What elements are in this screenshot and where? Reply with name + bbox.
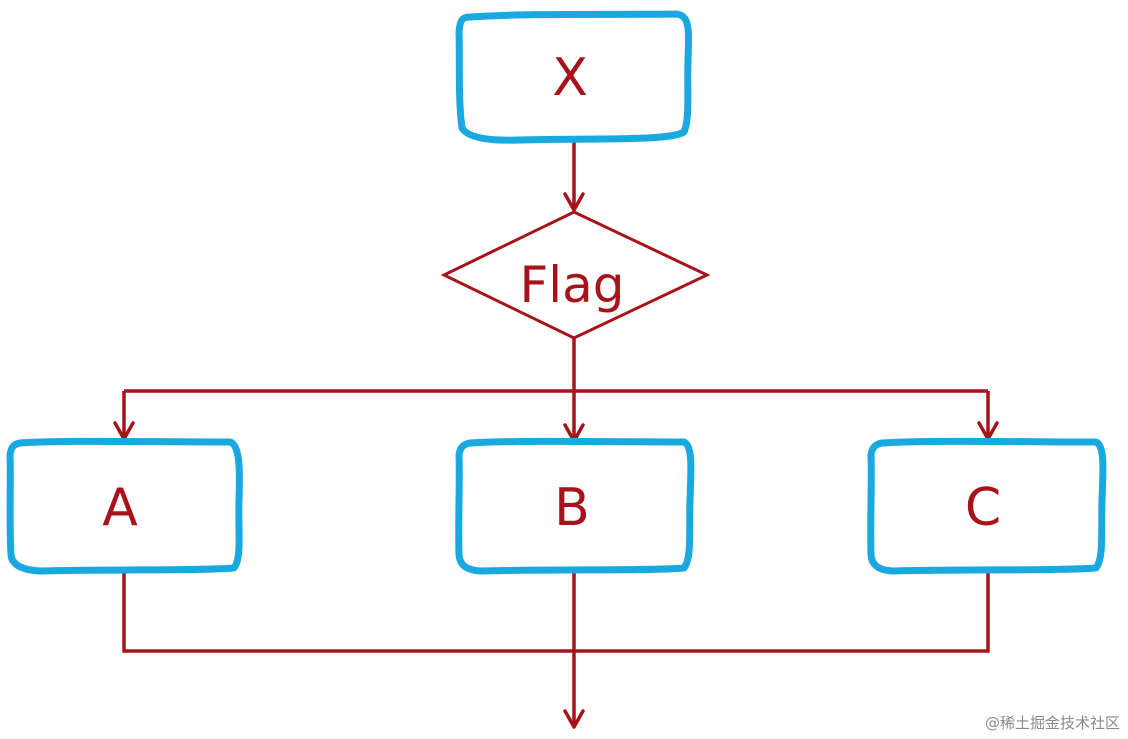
node-a[interactable]: A	[6, 437, 243, 575]
node-b-label: B	[554, 478, 590, 538]
node-a-label: A	[102, 478, 138, 538]
node-x-label: X	[552, 48, 588, 108]
node-flag-label: Flag	[519, 256, 624, 314]
node-b-border	[455, 437, 695, 575]
node-a-border	[6, 437, 243, 575]
arrowhead-flag	[563, 192, 585, 212]
node-x-border	[455, 10, 693, 144]
connector-merge	[122, 570, 990, 653]
arrowhead-exit	[563, 709, 585, 729]
node-flag-diamond	[440, 210, 711, 340]
node-c[interactable]: C	[867, 437, 1107, 575]
node-x[interactable]: X	[455, 10, 693, 144]
watermark: @稀土掘金技术社区	[984, 714, 1120, 732]
node-c-border	[867, 437, 1107, 575]
node-flag[interactable]: Flag	[440, 210, 711, 340]
node-b[interactable]: B	[455, 437, 695, 575]
node-c-label: C	[965, 478, 1001, 538]
